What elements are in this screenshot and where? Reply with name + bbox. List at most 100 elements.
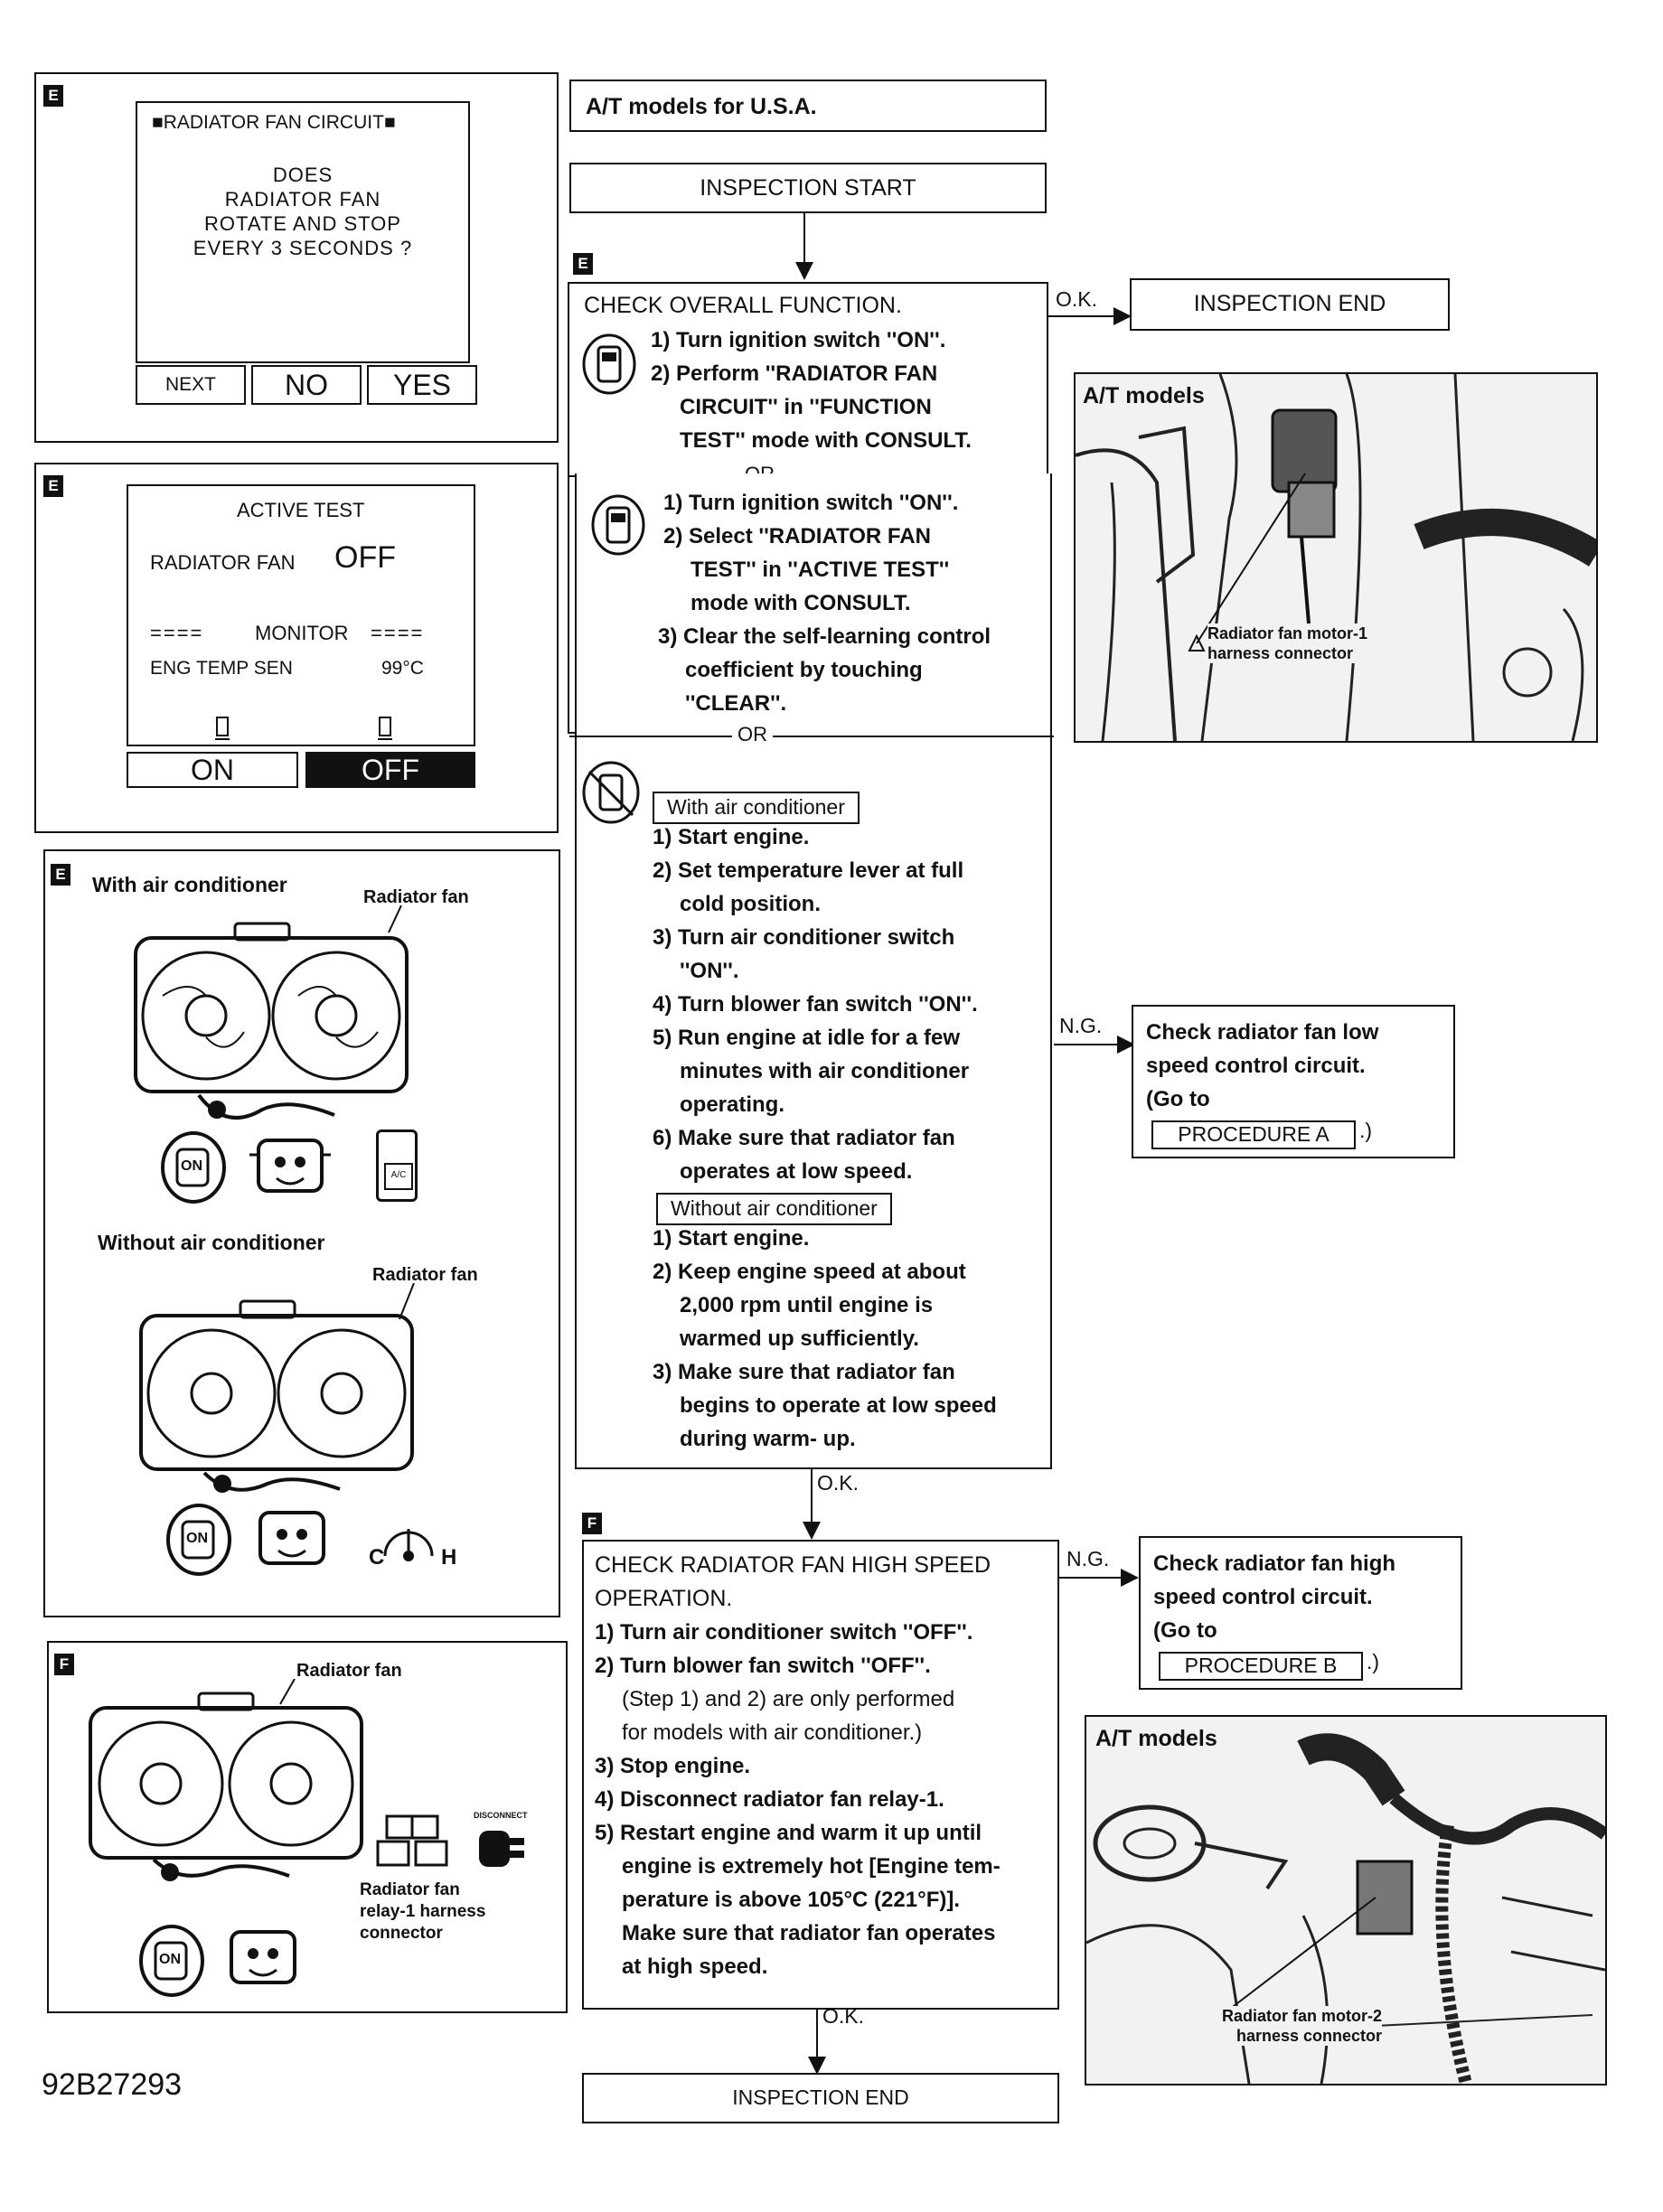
callout-line: harness connector	[1207, 644, 1354, 662]
function-test-steps: 1) Turn ignition switch ''ON''. 2) Perfo…	[651, 323, 972, 457]
illustration-panel-4: F Radiator fan DISCONNECT Radiator fan r…	[47, 1641, 568, 2013]
step-line: 4) Disconnect radiator fan relay-1.	[595, 1787, 944, 1812]
radiator-fan-illustration-with-ac	[134, 905, 409, 1120]
question-line: EVERY 3 SECONDS ?	[193, 237, 413, 259]
radiator-fan-callout: Radiator fan	[372, 1265, 478, 1285]
step-tag-e: E	[573, 253, 593, 275]
monitor-divider-right: ====	[371, 622, 425, 644]
relay-label-line: Radiator fan	[360, 1880, 460, 1899]
ng-line: (Go to	[1153, 1618, 1217, 1643]
gauge-cold-label: C	[369, 1545, 385, 1570]
ac-switch-button: A/C	[384, 1163, 413, 1190]
step-tag-f: F	[54, 1654, 74, 1675]
step-line: ''CLEAR''.	[685, 691, 787, 716]
step-line: TEST'' mode with CONSULT.	[680, 428, 972, 453]
question-line: RADIATOR FAN	[224, 188, 381, 211]
photo-title: A/T models	[1095, 1726, 1217, 1752]
photo-callout-label: Radiator fan motor-2 harness connector	[1222, 2006, 1383, 2046]
ok-label: O.K.	[1056, 287, 1098, 311]
relay-label-line: connector	[360, 1924, 443, 1943]
step-line: perature is above 105°C (221°F)].	[622, 1888, 961, 1912]
step-tag-e: E	[43, 85, 63, 107]
step-line: engine is extremely hot [Engine tem-	[622, 1854, 1001, 1879]
step-tag-f: F	[582, 1513, 602, 1534]
check-high-speed-box: CHECK RADIATOR FAN HIGH SPEED OPERATION.…	[582, 1540, 1059, 2010]
relay-harness-label: Radiator fan relay-1 harness connector	[360, 1879, 485, 1945]
step-line: minutes with air conditioner	[680, 1059, 970, 1083]
ignition-key-on-icon	[139, 1925, 204, 1997]
ng-label: N.G.	[1059, 1014, 1103, 1037]
ok-label: O.K.	[822, 2004, 865, 2028]
yes-button[interactable]: YES	[367, 365, 477, 405]
figure-id: 92B27293	[42, 2067, 183, 2102]
engine-icon	[258, 1511, 325, 1565]
ignition-key-on-icon	[166, 1504, 231, 1576]
title-mark-right: ■	[383, 112, 396, 133]
step-line: 2) Keep engine speed at about	[653, 1260, 966, 1284]
procedure-b-link[interactable]: PROCEDURE B	[1159, 1652, 1363, 1681]
ignition-key-on-icon	[161, 1131, 226, 1204]
inspection-end-box-top: INSPECTION END	[1130, 278, 1450, 331]
step-line: (Step 1) and 2) are only performed	[622, 1687, 955, 1711]
engine-bay-photo-1	[1076, 374, 1596, 741]
inspection-end-label: INSPECTION END	[732, 2085, 909, 2109]
question-line: ROTATE AND STOP	[204, 212, 401, 235]
ng-line: speed control circuit.	[1153, 1585, 1373, 1609]
relay-connector-icon	[376, 1814, 448, 1867]
consult-screen-panel-2: E ACTIVE TEST RADIATOR FAN OFF ==== MONI…	[34, 463, 559, 833]
with-ac-steps: 1) Start engine. 2) Set temperature leve…	[653, 820, 978, 1188]
title-line: CHECK RADIATOR FAN HIGH SPEED	[595, 1552, 991, 1578]
title-line: OPERATION.	[595, 1586, 733, 1611]
step-line: 5) Restart engine and warm it up until	[595, 1821, 982, 1845]
screen-title: ■RADIATOR FAN CIRCUIT■	[152, 112, 396, 133]
step-line: 3) Turn air conditioner switch	[653, 925, 955, 950]
disconnect-connector-icon	[479, 1831, 524, 1867]
callout-line: Radiator fan motor-1	[1207, 624, 1368, 642]
off-button[interactable]: OFF	[305, 752, 475, 788]
or-label: OR	[732, 723, 773, 746]
with-ac-header: With air conditioner	[653, 792, 860, 824]
gauge-hot-label: H	[441, 1545, 457, 1570]
radiator-fan-illustration	[89, 1679, 363, 1881]
step-line: TEST'' in ''ACTIVE TEST''	[691, 558, 950, 582]
radiator-fan-value: OFF	[334, 540, 396, 575]
step-line: mode with CONSULT.	[691, 591, 911, 615]
step-line: 2) Turn blower fan switch ''OFF''.	[595, 1654, 931, 1678]
title-mark-left: ■	[152, 112, 164, 133]
ng-line: (Go to	[1146, 1087, 1210, 1111]
step-line: warmed up sufficiently.	[680, 1326, 919, 1351]
active-test-steps: 1) Turn ignition switch ''ON''. 2) Selec…	[658, 486, 991, 720]
inspection-start-label: INSPECTION START	[700, 175, 916, 201]
without-ac-steps: 1) Start engine. 2) Keep engine speed at…	[653, 1222, 997, 1456]
relay-label-line: relay-1 harness	[360, 1902, 486, 1921]
on-button[interactable]: ON	[127, 752, 298, 788]
next-button[interactable]: NEXT	[136, 365, 246, 405]
temperature-gauge-icon	[383, 1529, 434, 1561]
step-tag-e: E	[51, 864, 70, 886]
active-test-title: ACTIVE TEST	[237, 499, 365, 521]
screen-question: DOES RADIATOR FAN ROTATE AND STOP EVERY …	[137, 163, 468, 260]
radiator-fan-callout: Radiator fan	[363, 887, 469, 907]
photo-callout-label: Radiator fan motor-1 harness connector	[1207, 623, 1368, 663]
consult-tester-icon	[582, 333, 636, 395]
callout-line: harness connector	[1236, 2027, 1383, 2045]
step-line: coefficient by touching	[685, 658, 923, 682]
check-overall-function-box-continued: 1) Turn ignition switch ''ON''. 2) Selec…	[569, 473, 1054, 1469]
without-ac-header: Without air conditioner	[656, 1193, 892, 1225]
consult-screen-function-test: ■RADIATOR FAN CIRCUIT■ DOES RADIATOR FAN…	[136, 101, 470, 363]
consult-tester-icon	[591, 494, 645, 556]
key-on-label: ON	[159, 1952, 181, 1967]
procedure-b-tail: .)	[1367, 1650, 1380, 1673]
procedure-a-link[interactable]: PROCEDURE A	[1151, 1120, 1356, 1149]
step-line: 2) Select ''RADIATOR FAN	[663, 524, 931, 548]
ng-high-speed-box: Check radiator fan high speed control ci…	[1139, 1536, 1462, 1690]
monitor-divider-left: ====	[150, 622, 204, 644]
step-line: operating.	[680, 1092, 785, 1117]
callout-line: Radiator fan motor-2	[1222, 2007, 1383, 2025]
ng-line: Check radiator fan low	[1146, 1020, 1379, 1045]
step-line: 1) Start engine.	[653, 825, 810, 849]
no-button[interactable]: NO	[251, 365, 362, 405]
step-line: 3) Clear the self-learning control	[658, 624, 991, 649]
step-line: ''ON''.	[680, 959, 739, 983]
